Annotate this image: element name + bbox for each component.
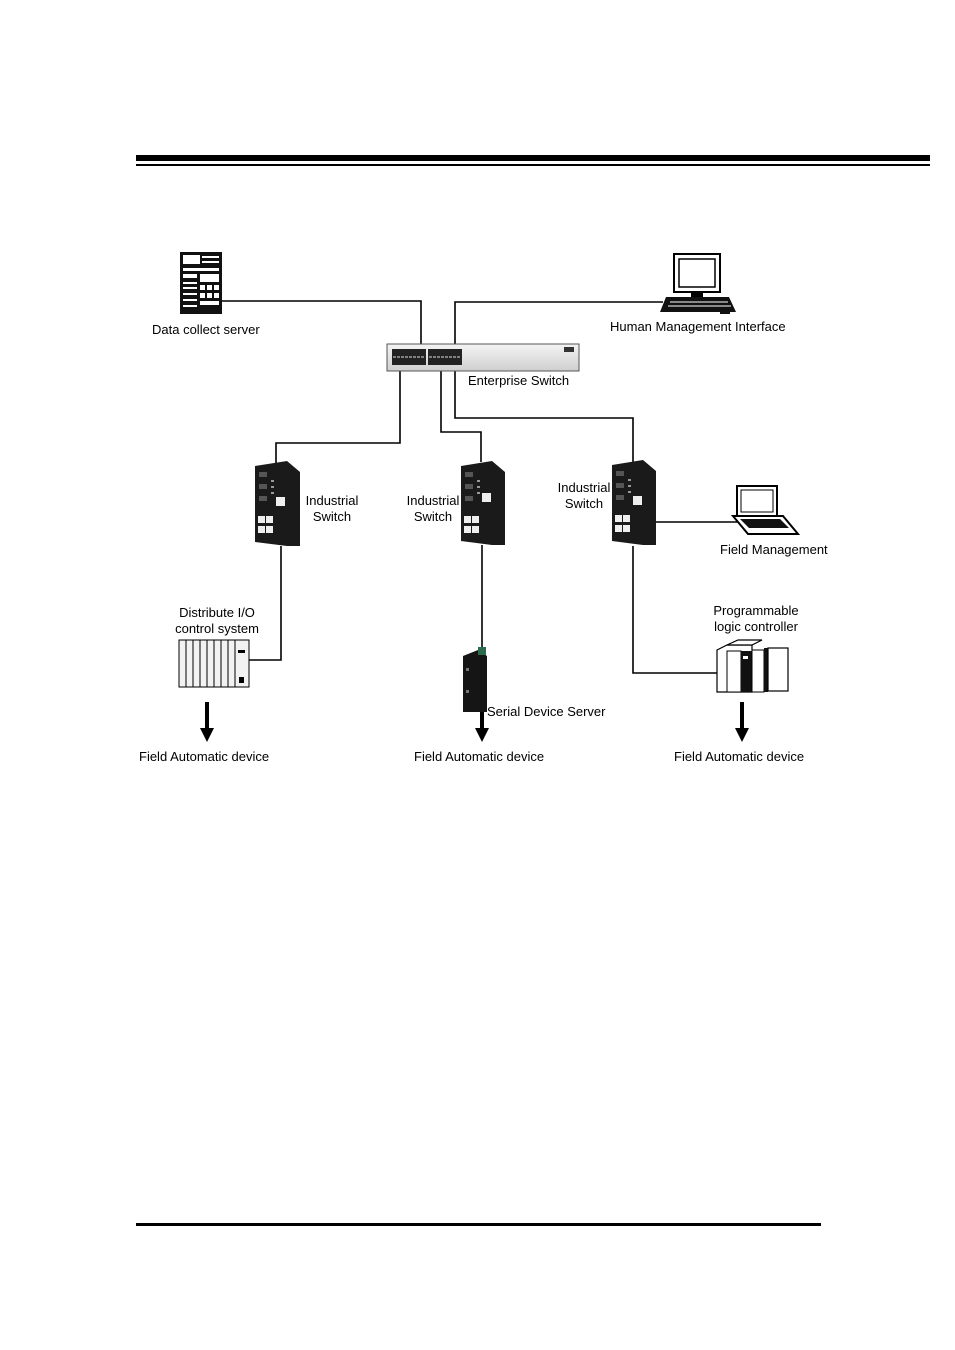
link-switch-1-to-distributed-io — [249, 546, 281, 660]
hmi-label: Human Management Interface — [610, 319, 786, 335]
arrow-down-icon — [200, 702, 214, 742]
plc-label: Programmable logic controller — [701, 603, 811, 635]
data-server-label: Data collect server — [152, 322, 260, 338]
industrial-switch-icon — [612, 460, 656, 545]
field-device-label: Field Automatic device — [414, 749, 544, 765]
plc-icon — [717, 640, 788, 692]
industrial-switch-label: Industrial Switch — [302, 493, 362, 525]
laptop-icon — [733, 486, 798, 534]
enterprise-switch-label: Enterprise Switch — [468, 373, 569, 389]
field-device-label: Field Automatic device — [674, 749, 804, 765]
industrial-switch-icon — [255, 461, 300, 546]
enterprise-switch-icon — [387, 344, 579, 371]
industrial-switch-label: Industrial Switch — [403, 493, 463, 525]
industrial-switch-icon — [461, 461, 505, 545]
server-icon — [180, 252, 222, 314]
serial-server-icon — [463, 647, 487, 712]
computer-icon — [660, 254, 736, 314]
arrow-down-icon — [735, 702, 749, 742]
industrial-switch-label: Industrial Switch — [554, 480, 614, 512]
footer-rule — [136, 1223, 821, 1226]
field-device-label: Field Automatic device — [139, 749, 269, 765]
field-management-label: Field Management — [720, 542, 828, 558]
io-rack-icon — [179, 640, 249, 687]
distributed-io-label: Distribute I/O control system — [162, 605, 272, 637]
link-enterprise-to-switch-1 — [276, 371, 400, 466]
serial-device-server-label: Serial Device Server — [487, 704, 606, 720]
